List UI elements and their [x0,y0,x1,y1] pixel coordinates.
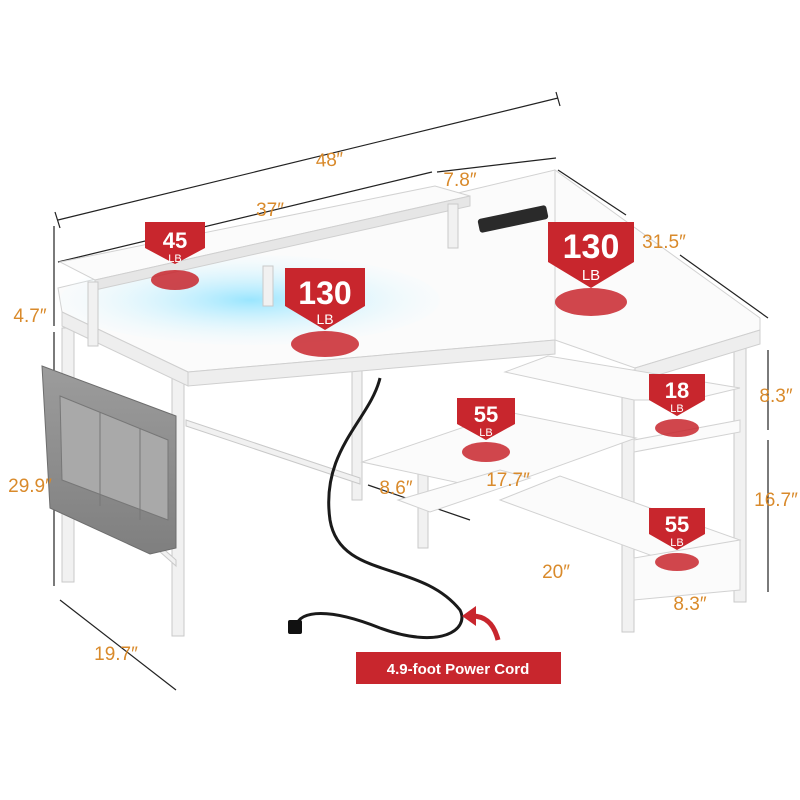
load-badge-unit: LB [582,267,600,284]
load-badge: 55 LB [649,508,705,571]
load-badge-value: 55 [474,402,498,427]
dimension-side-shelf-top-gap: 8.3″ [759,386,792,407]
load-badge: 55 LB [457,398,515,462]
load-badge-unit: LB [670,403,683,415]
dimension-riser-height: 4.7″ [13,306,46,327]
load-badge-value: 130 [298,275,351,311]
power-cord-label: 4.9-foot Power Cord [387,661,530,678]
power-plug-icon [288,620,302,634]
load-badge-value: 55 [665,512,689,537]
power-cord [294,377,464,640]
dimension-side-shelf-lower-gap: 16.7″ [754,490,798,511]
dimension-main-top-width: 37″ [256,200,284,221]
dimension-riser-depth: 7.8″ [443,170,476,191]
load-badge: 18 LB [649,374,705,437]
load-badge: 45 LB [145,222,205,290]
dimension-lower-shelf-depth: 8.6″ [379,478,412,499]
dimension-desk-height: 29.9″ [8,476,52,497]
load-badge-value: 45 [163,228,187,253]
load-badge-unit: LB [479,427,492,439]
dimension-side-depth: 31.5″ [642,232,686,253]
load-badge-unit: LB [316,311,333,327]
load-badge-value: 130 [563,228,620,266]
dimension-side-width: 20″ [542,562,570,583]
storage-bag [41,365,177,555]
load-badge-value: 18 [665,378,689,403]
load-badge-unit: LB [670,537,683,549]
arrow-head-icon [462,606,476,626]
dimension-overall-width: 48″ [315,149,345,172]
load-badge: 130 LB [548,222,634,316]
dimension-side-shelf-depth: 8.3″ [673,594,706,615]
load-badge: 130 LB [285,268,365,357]
load-badge-unit: LB [168,253,181,265]
dimension-desk-depth: 19.7″ [94,644,138,665]
dimension-lower-shelf-width: 17.7″ [486,470,530,491]
power-strip [477,205,549,233]
power-cord-label-box [356,652,561,684]
